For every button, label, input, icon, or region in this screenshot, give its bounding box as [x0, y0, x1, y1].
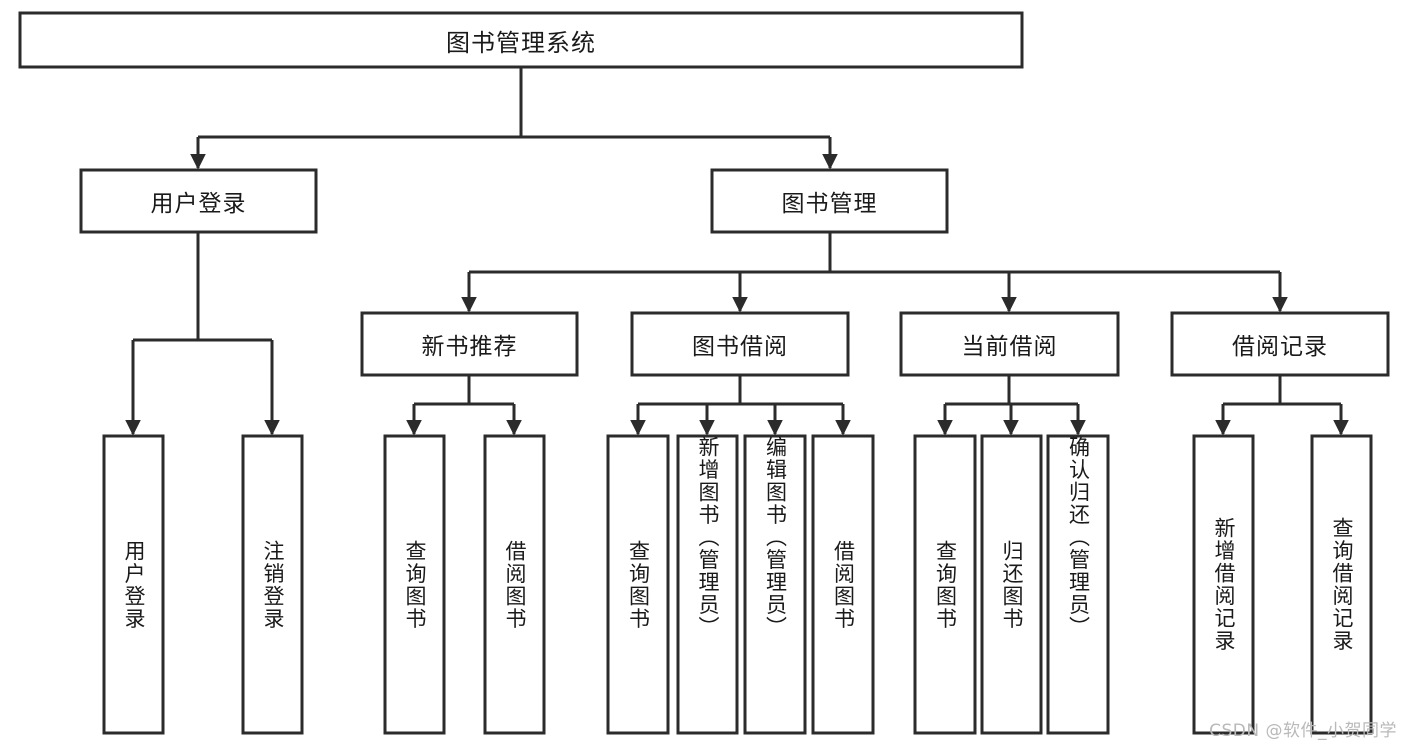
node-box-leaf-query-book-1[interactable]: [383, 434, 446, 735]
node-box-leaf-confirm-return[interactable]: [1046, 434, 1110, 735]
node-box-leaf-edit-book[interactable]: [743, 434, 807, 735]
node-box-leaf-query-book-2[interactable]: [606, 434, 670, 735]
node-box-book-borrow[interactable]: [630, 311, 850, 377]
node-box-leaf-logout[interactable]: [241, 434, 304, 735]
node-box-leaf-query-record[interactable]: [1310, 434, 1373, 735]
node-box-leaf-query-book-3[interactable]: [913, 434, 977, 735]
node-box-leaf-add-book[interactable]: [676, 434, 739, 735]
node-box-leaf-return-book[interactable]: [980, 434, 1043, 735]
connectors: [125, 67, 1349, 436]
node-box-user-login[interactable]: [79, 168, 318, 234]
node-box-leaf-user-login[interactable]: [102, 434, 165, 735]
node-box-leaf-borrow-book-1[interactable]: [483, 434, 546, 735]
node-box-leaf-borrow-book-2[interactable]: [811, 434, 875, 735]
node-box-new-book-rec[interactable]: [360, 311, 579, 377]
node-box-book-manage[interactable]: [710, 168, 949, 234]
node-box-leaf-add-record[interactable]: [1192, 434, 1255, 735]
node-boxes: [18, 11, 1390, 735]
node-box-current-borrow[interactable]: [899, 311, 1120, 377]
node-box-borrow-record[interactable]: [1170, 311, 1390, 377]
node-box-system-title[interactable]: [18, 11, 1024, 69]
csdn-watermark: CSDN @软件_小贺同学: [1209, 721, 1397, 741]
